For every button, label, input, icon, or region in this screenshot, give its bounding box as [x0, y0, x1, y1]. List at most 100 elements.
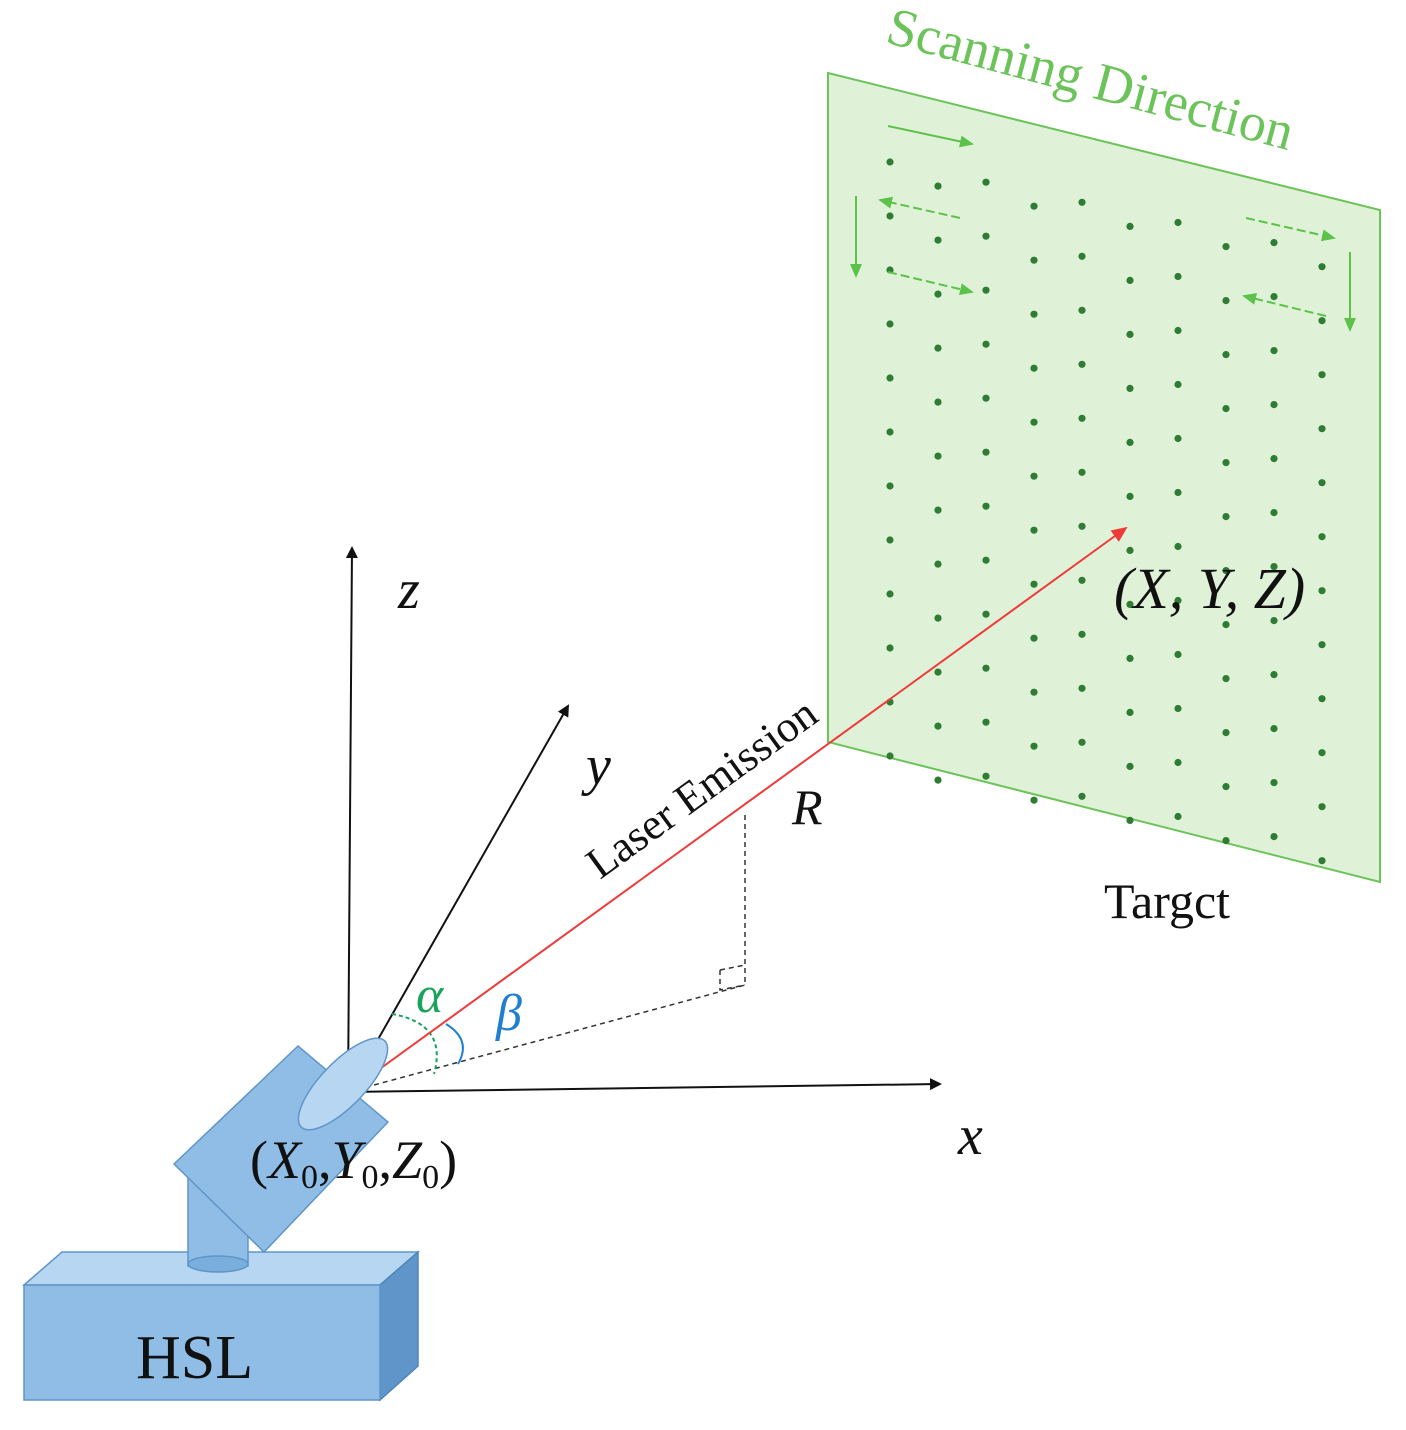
target-label: Targct: [1104, 873, 1230, 929]
scan-point: [1126, 222, 1134, 230]
scan-point: [1318, 641, 1326, 649]
scan-point: [1222, 459, 1230, 467]
scan-point: [1126, 330, 1134, 338]
scan-point: [1318, 533, 1326, 541]
x-axis: [347, 1078, 942, 1093]
scan-point: [1030, 202, 1038, 210]
scan-point: [1174, 596, 1182, 605]
scan-point: [982, 556, 990, 564]
scan-point: [1174, 488, 1182, 497]
scan-point: [1078, 630, 1086, 638]
scan-point: [1030, 472, 1038, 480]
scan-point: [1078, 252, 1086, 260]
hsl-device: [21, 1037, 421, 1402]
scan-point: [1222, 513, 1230, 521]
x-axis-label: x: [957, 1105, 983, 1167]
scan-point: [1270, 293, 1278, 301]
scan-point: [1078, 684, 1086, 692]
origin-z-sub: 0: [422, 1159, 439, 1196]
scan-point: [934, 182, 942, 190]
target-point-label: (X, Y, Z): [1114, 556, 1305, 621]
scan-point: [886, 644, 894, 652]
scan-point: [1174, 650, 1182, 659]
scan-point: [1174, 812, 1182, 821]
device-neck-bottom: [187, 1255, 249, 1273]
scan-point: [1078, 360, 1086, 368]
scan-point: [886, 482, 894, 490]
scan-point: [1222, 729, 1230, 737]
scan-point: [1222, 837, 1230, 845]
scan-point: [1318, 479, 1326, 487]
scan-point: [1318, 749, 1326, 757]
scan-point: [1030, 634, 1038, 642]
scan-point: [886, 590, 894, 598]
scan-point: [1318, 263, 1326, 271]
scan-point: [1174, 542, 1182, 551]
scan-arrow-right-1: [887, 125, 974, 148]
scan-point: [1126, 384, 1134, 392]
z-axis: [345, 546, 358, 1093]
scan-point: [934, 398, 942, 406]
scan-point: [1174, 434, 1182, 443]
scan-point: [1174, 326, 1182, 335]
scan-point: [934, 668, 942, 676]
origin-paren-close: ): [439, 1130, 457, 1190]
scan-point: [1318, 317, 1326, 325]
scan-point: [1318, 803, 1326, 811]
scan-point: [982, 286, 990, 294]
scan-point: [1126, 600, 1134, 609]
scan-point: [982, 718, 990, 726]
scan-point: [1126, 654, 1134, 663]
range-label: R: [791, 779, 823, 835]
scan-point: [1030, 418, 1038, 426]
coordinate-axes: [345, 546, 942, 1093]
scan-point: [1030, 364, 1038, 372]
origin-y-sub: 0: [362, 1159, 379, 1196]
scan-point: [934, 452, 942, 460]
scan-point: [1126, 492, 1134, 500]
scan-point: [982, 772, 990, 780]
scan-point: [1270, 508, 1278, 517]
scan-direction-arrows: [850, 125, 1356, 332]
origin-comma-1: ,: [318, 1130, 332, 1190]
scan-point: [1126, 438, 1134, 446]
origin-comma-2: ,: [379, 1130, 393, 1190]
scan-point: [1270, 401, 1278, 409]
alpha-arc: [391, 1013, 438, 1075]
scan-point: [1126, 762, 1134, 771]
origin-x-sub: 0: [301, 1159, 318, 1196]
device-label: HSL: [136, 1324, 253, 1392]
scan-point: [1318, 695, 1326, 703]
scan-point: [1030, 742, 1038, 750]
horizontal-projection: [347, 984, 746, 1093]
device-base-front: [23, 1284, 381, 1401]
laser-emission-label: Laser Emission: [577, 688, 826, 888]
scan-point: [1078, 414, 1086, 422]
scan-point: [1078, 522, 1086, 530]
origin-label: (X0,Y0,Z0): [250, 1130, 457, 1196]
scan-point: [934, 290, 942, 298]
scan-point: [1174, 380, 1182, 389]
scan-arrow-left-2: [1242, 293, 1327, 317]
scan-point: [934, 722, 942, 730]
scan-point: [1270, 779, 1278, 787]
scan-point: [1174, 704, 1182, 713]
target-panel: [827, 71, 1381, 884]
scan-point: [982, 664, 990, 672]
scan-point: [1126, 816, 1134, 825]
scan-point: [1318, 587, 1326, 595]
scan-point: [1126, 708, 1134, 717]
scan-point: [934, 776, 942, 784]
scan-point: [934, 560, 942, 568]
beta-arc: [445, 1023, 464, 1065]
scan-point: [934, 506, 942, 514]
scan-point: [1078, 468, 1086, 476]
beta-label: β: [495, 985, 522, 1042]
origin-x: X: [266, 1130, 303, 1190]
scan-point: [1030, 526, 1038, 534]
scan-point: [886, 212, 894, 220]
scan-point: [886, 428, 894, 436]
right-angle-top: [719, 964, 746, 971]
